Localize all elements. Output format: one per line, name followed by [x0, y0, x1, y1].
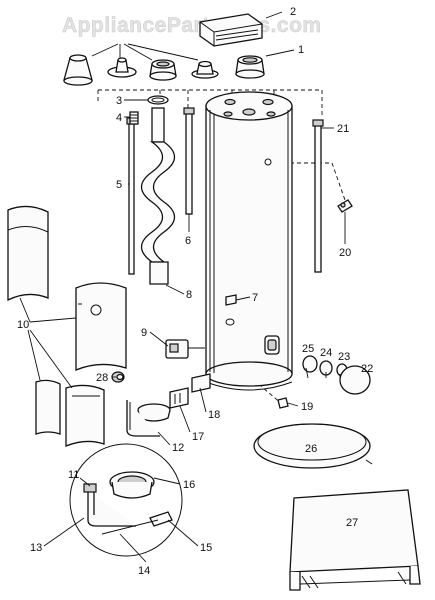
part-2-component [199, 13, 263, 47]
water-heater-tank [205, 91, 293, 391]
top-fitting-small [191, 60, 219, 79]
part-10-jacket-lower-left [35, 379, 61, 435]
part-6-rod [183, 107, 195, 215]
part-19-fitting [277, 397, 289, 409]
part-26-drain-pan [253, 423, 373, 469]
callout-15: 15 [200, 542, 212, 554]
callout-24: 24 [320, 347, 332, 359]
callout-19: 19 [301, 401, 313, 413]
part-17-shield [169, 387, 189, 409]
callout-1: 1 [298, 44, 304, 56]
callout-7: 7 [252, 292, 258, 304]
callout-18: 18 [208, 409, 220, 421]
callout-9: 9 [141, 327, 147, 339]
callout-2: 2 [290, 6, 296, 18]
part-5-rod [126, 117, 137, 275]
callout-20: 20 [339, 247, 351, 259]
callout-27: 27 [346, 517, 358, 529]
callout-23: 23 [338, 351, 350, 363]
detail-circle-burner [69, 443, 183, 557]
callout-4: 4 [116, 112, 122, 124]
callout-22: 22 [361, 363, 373, 375]
callout-5: 5 [116, 179, 122, 191]
callout-25: 25 [302, 343, 314, 355]
part-9-gas-valve [165, 339, 205, 359]
part-12-burner-assembly [126, 400, 171, 437]
callout-6: 6 [185, 235, 191, 247]
callout-16: 16 [183, 479, 195, 491]
callout-3: 3 [116, 95, 122, 107]
part-21-rod [312, 119, 324, 273]
part-25-ring [302, 355, 318, 373]
watermark-text: AppliancePartsPros.com [62, 14, 322, 37]
part-3-gasket [147, 95, 169, 105]
part-28-knob [111, 371, 125, 383]
callout-13: 13 [30, 542, 42, 554]
callout-12: 12 [172, 442, 184, 454]
part-10-jacket-front [75, 282, 127, 371]
top-fitting-left [63, 54, 93, 86]
part-8-baffle-tube [140, 107, 176, 285]
callout-14: 14 [138, 565, 150, 577]
callout-8: 8 [186, 289, 192, 301]
callout-26: 26 [305, 443, 317, 455]
callout-21: 21 [337, 123, 349, 135]
top-fitting-right [235, 55, 265, 79]
part-18-bracket [191, 373, 211, 393]
part-10-jacket-lower-right [65, 384, 105, 447]
part-20-fitting [337, 199, 353, 213]
part-10-jacket-upper-left [7, 205, 49, 302]
callout-11: 11 [68, 469, 79, 481]
top-fitting-cap [107, 57, 137, 78]
callout-17: 17 [192, 431, 204, 443]
part-27-stand [289, 489, 421, 591]
part-22-disc [339, 365, 371, 395]
part-4-nipple [129, 111, 139, 125]
callout-28: 28 [96, 372, 108, 384]
callout-10: 10 [17, 319, 29, 331]
top-fitting-anode-nipple [149, 59, 177, 81]
part-7-label [225, 294, 237, 306]
